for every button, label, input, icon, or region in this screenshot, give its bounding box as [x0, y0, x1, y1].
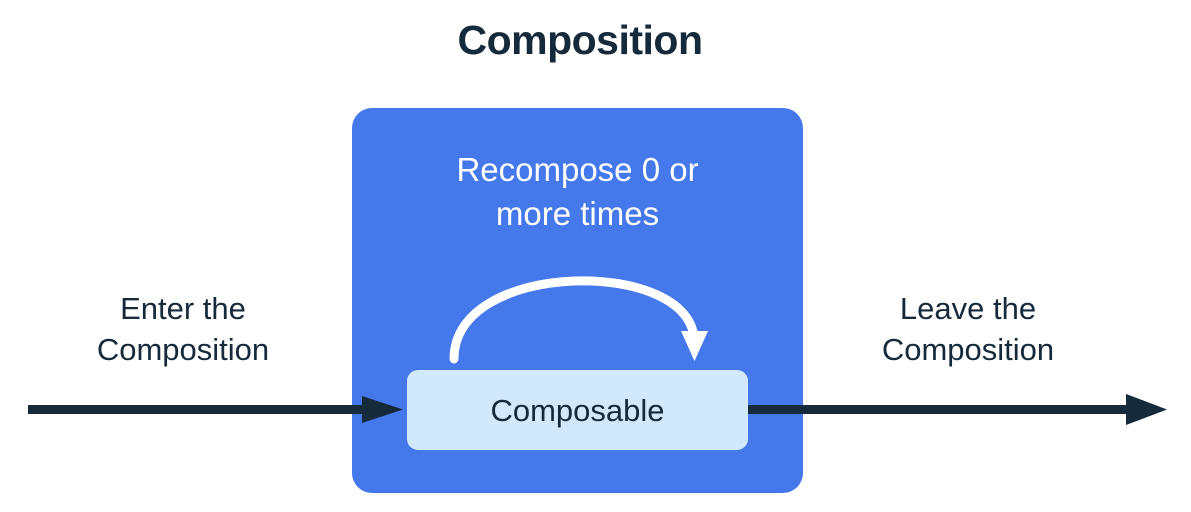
- recompose-caption-line-2: more times: [495, 194, 660, 232]
- composable-box: [407, 370, 748, 450]
- enter-label-line-1: Enter the: [120, 291, 246, 326]
- recompose-caption: Recompose 0 or more times: [352, 148, 803, 235]
- leave-label-line-1: Leave the: [899, 291, 1037, 326]
- enter-composition-label: Enter the Composition: [33, 288, 333, 370]
- arrow-right-icon-enter: [28, 396, 403, 423]
- page-title: Composition: [457, 17, 703, 63]
- arrow-right-icon-leave: [748, 394, 1167, 425]
- leave-composition-label: Leave the Composition: [818, 288, 1118, 370]
- composable-label: Composable: [490, 392, 665, 428]
- leave-label-line-2: Composition: [881, 332, 1055, 368]
- enter-label-line-2: Composition: [96, 332, 270, 368]
- recompose-caption-line-1: Recompose 0 or: [456, 151, 699, 188]
